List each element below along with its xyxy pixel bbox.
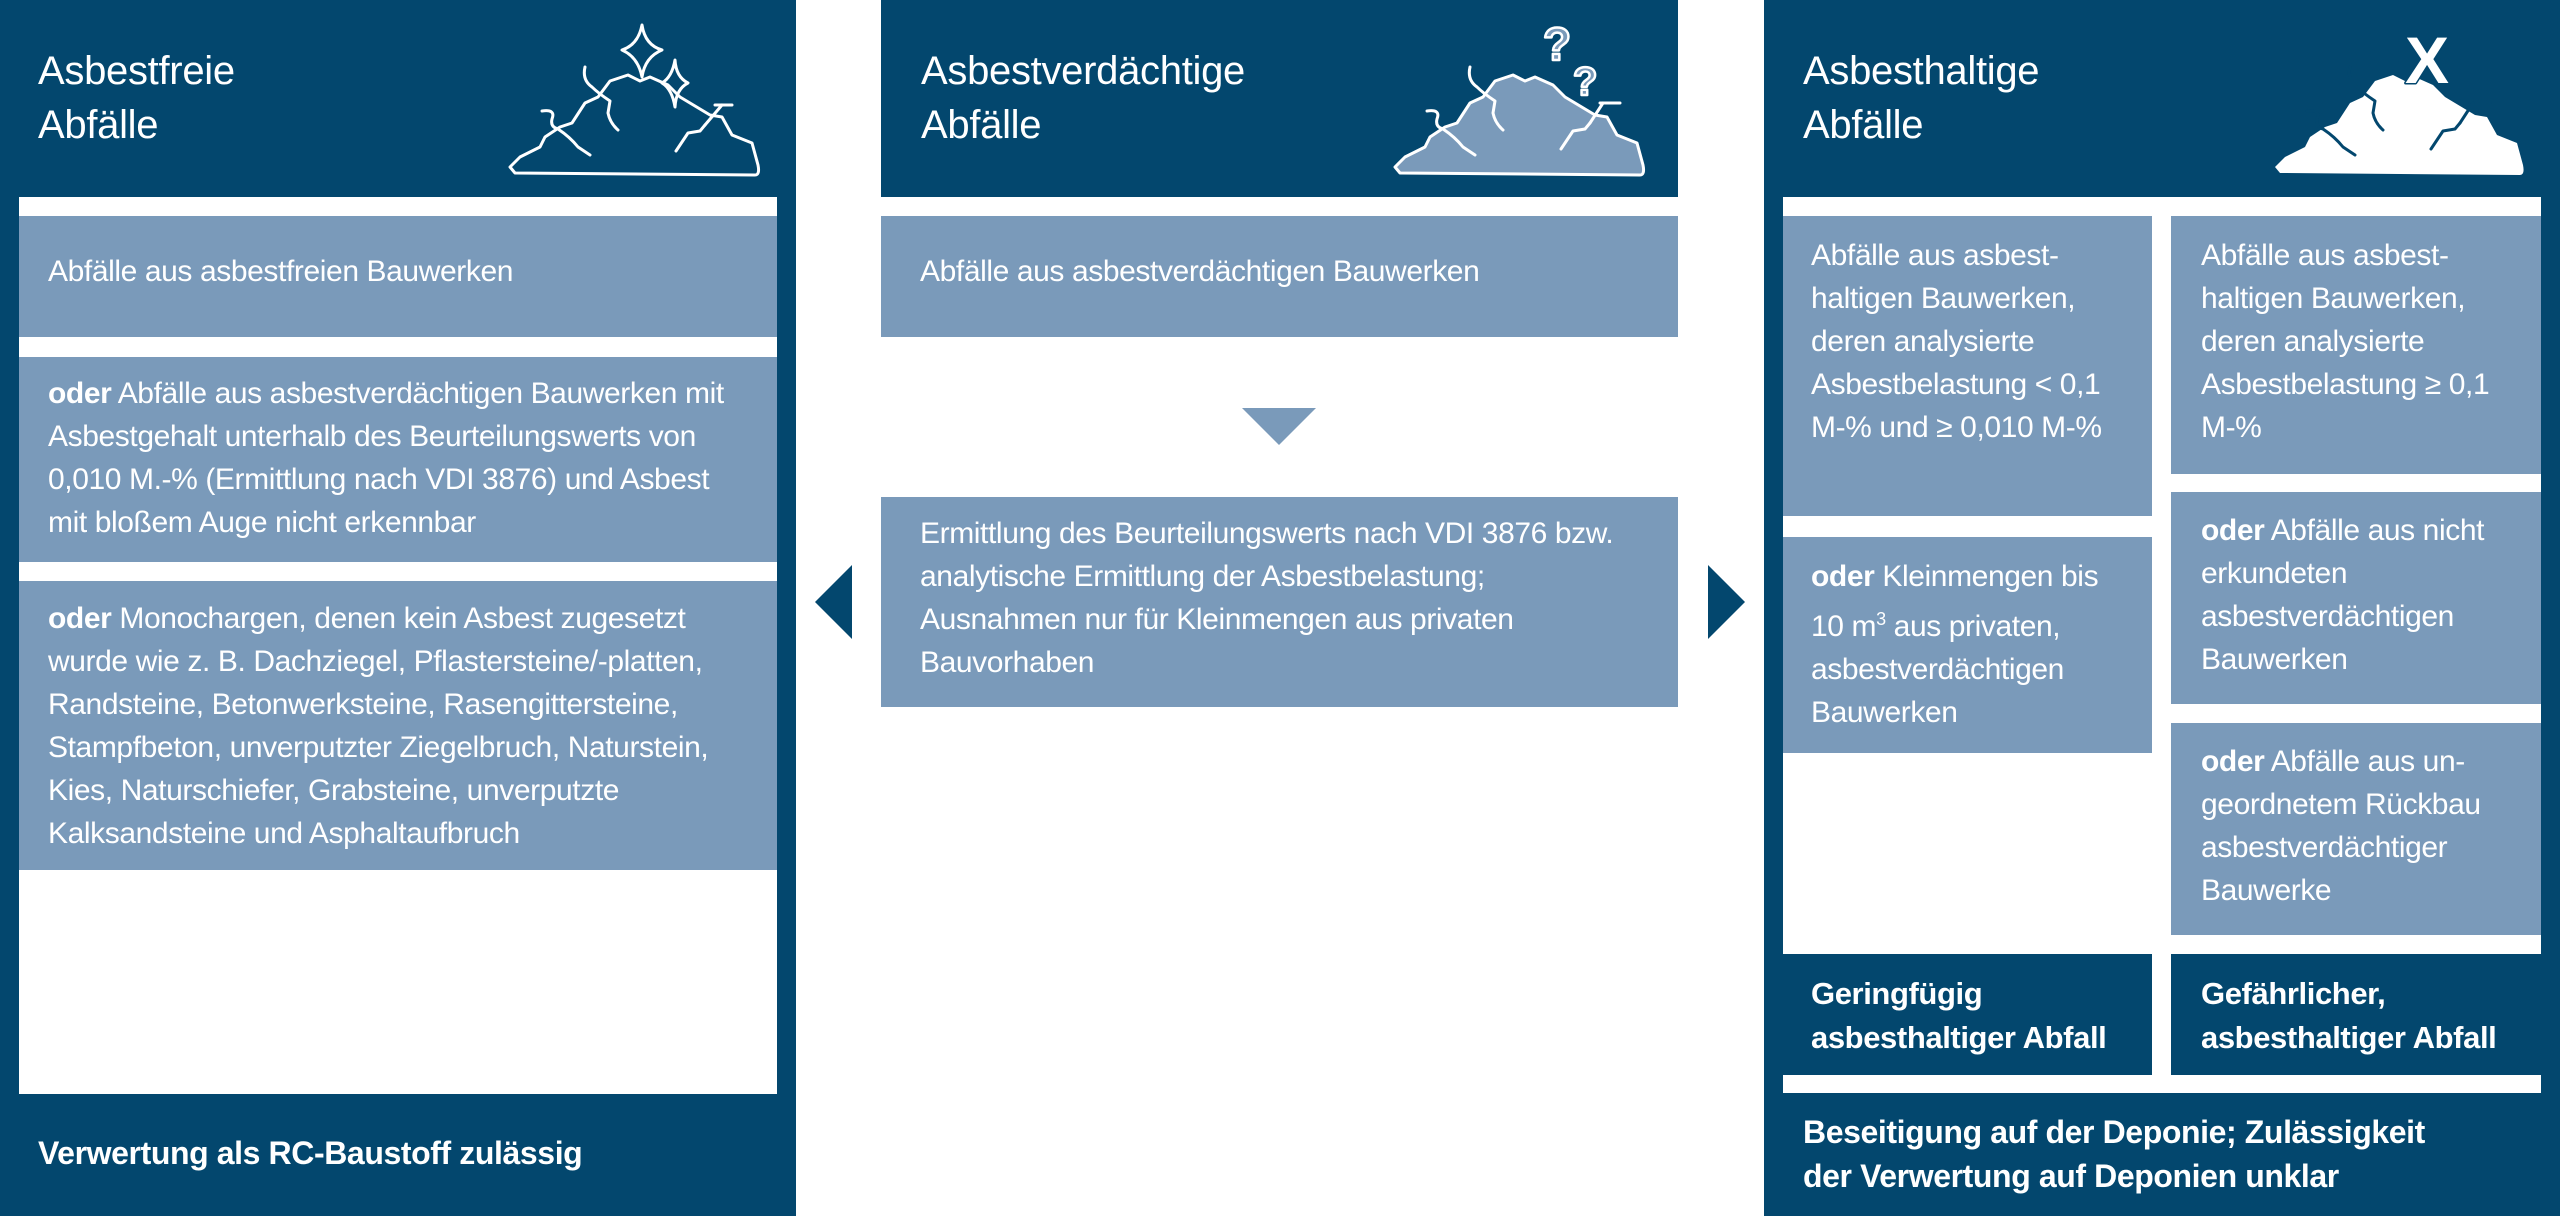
- criteria-text: Abfälle aus nicht erkundeten asbestverdä…: [2201, 514, 2485, 676]
- title-line-1: Asbestfreie: [38, 49, 235, 93]
- category-label: Geringfügig asbesthaltiger Abfall: [1811, 976, 2107, 1055]
- result-line-2: der Verwertung auf Deponien unklar: [1803, 1158, 2339, 1194]
- criteria-box: Abfälle aus asbest-haltigen Bauwerken, d…: [2171, 216, 2541, 474]
- criteria-text: Monochargen, denen kein Asbest zugesetzt…: [48, 602, 709, 850]
- or-keyword: oder: [1811, 560, 1875, 593]
- criteria-text: Abfälle aus asbestverdächtigen Bauwerken: [920, 255, 1480, 288]
- question-mark: ?: [1573, 60, 1597, 104]
- criteria-box: oder Kleinmengen bis 10 m3 aus privaten,…: [1783, 537, 2152, 753]
- left-arrow-icon: [815, 565, 852, 639]
- criteria-text: Abfälle aus asbest-haltigen Bauwerken, d…: [1811, 239, 2102, 444]
- criteria-box: oder Abfälle aus un-geordnetem Rückbau a…: [2171, 723, 2541, 935]
- criteria-box: Abfälle aus asbestverdächtigen Bauwerken: [881, 216, 1678, 337]
- column-title-asbestverdaechtige: Asbestverdächtige Abfälle: [921, 44, 1381, 152]
- result-text-asbesthaltige: Beseitigung auf der Deponie; Zulässigkei…: [1803, 1110, 2543, 1198]
- column-title-asbestfreie: Asbestfreie Abfälle: [38, 44, 458, 152]
- criteria-box: oder Monochargen, denen kein Asbest zuge…: [19, 581, 777, 870]
- assessment-text: Ermittlung des Beurteilungswerts nach VD…: [920, 517, 1614, 679]
- title-line-1: Asbesthaltige: [1803, 49, 2040, 93]
- criteria-box: oder Abfälle aus nicht erkundeten asbest…: [2171, 492, 2541, 704]
- criteria-box: oder Abfälle aus asbestverdächtigen Bauw…: [19, 357, 777, 562]
- column-title-asbesthaltige: Asbesthaltige Abfälle: [1803, 44, 2223, 152]
- criteria-text: Abfälle aus un-geordnetem Rückbau asbest…: [2201, 745, 2481, 907]
- title-line-1: Asbestverdächtige: [921, 49, 1245, 93]
- assessment-box: Ermittlung des Beurteilungswerts nach VD…: [881, 497, 1678, 707]
- x-mark: X: [2405, 23, 2449, 97]
- title-line-2: Abfälle: [38, 103, 159, 147]
- rubble-pile-question-icon: ? ?: [1385, 15, 1655, 185]
- category-hazardous-asbestos-waste: Gefährlicher, asbesthaltiger Abfall: [2171, 954, 2560, 1075]
- or-keyword: oder: [2201, 745, 2265, 778]
- result-text-asbestfreie: Verwertung als RC-Baustoff zulässig: [38, 1135, 583, 1171]
- category-minor-asbestos-waste: Geringfügig asbesthaltiger Abfall: [1783, 954, 2152, 1075]
- down-arrow-icon: [1242, 408, 1316, 445]
- or-keyword: oder: [48, 377, 112, 410]
- question-mark: ?: [1543, 18, 1571, 70]
- category-label: Gefährlicher, asbesthaltiger Abfall: [2201, 976, 2497, 1055]
- criteria-text: aus privaten, asbestverdächtigen Bauwerk…: [1811, 610, 2064, 729]
- criteria-text: Kleinmengen bis 10 m: [1811, 560, 2099, 643]
- result-line-1: Beseitigung auf der Deponie; Zulässigkei…: [1803, 1114, 2425, 1150]
- title-line-2: Abfälle: [1803, 103, 1924, 147]
- right-arrow-icon: [1708, 565, 1745, 639]
- or-keyword: oder: [48, 602, 112, 635]
- title-line-2: Abfälle: [921, 103, 1042, 147]
- criteria-text: Abfälle aus asbest-haltigen Bauwerken, d…: [2201, 239, 2490, 444]
- rubble-pile-x-icon: X: [2265, 15, 2535, 185]
- rubble-pile-sparkle-icon: [500, 15, 770, 185]
- criteria-box: Abfälle aus asbest-haltigen Bauwerken, d…: [1783, 216, 2152, 516]
- or-keyword: oder: [2201, 514, 2265, 547]
- criteria-text: Abfälle aus asbestfreien Bauwerken: [48, 255, 514, 288]
- superscript: 3: [1876, 609, 1886, 629]
- criteria-box: Abfälle aus asbestfreien Bauwerken: [19, 216, 777, 337]
- criteria-text: Abfälle aus asbestverdächtigen Bauwerken…: [48, 377, 724, 539]
